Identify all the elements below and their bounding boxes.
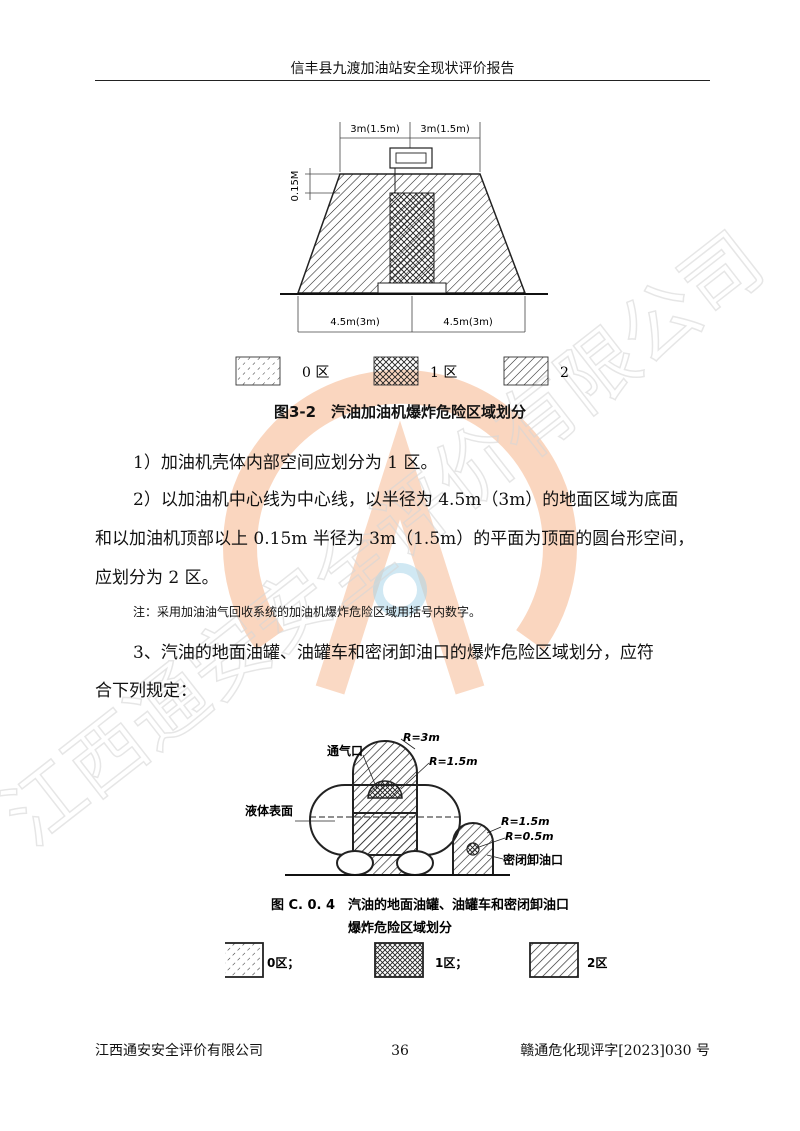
label-liquid: 液体表面	[245, 803, 293, 818]
footer-doc-number: 赣通危化现评字[2023]030 号	[520, 1043, 710, 1059]
figure1-caption: 图3-2 汽油加油机爆炸危险区域划分	[273, 403, 527, 421]
legend2-zone2: 2区	[587, 956, 607, 970]
legend2-swatch-zone1	[374, 942, 424, 978]
legend2-zone0: 0区；	[267, 956, 299, 970]
note: 注：采用加油油气回收系统的加油机爆炸危险区域用括号内数字。	[133, 605, 482, 619]
figure2-caption-line2: 爆炸危险区域划分	[348, 920, 452, 936]
paragraph-2-line2: 和以加油机顶部以上 0.15m 半径为 3m（1.5m）的平面为顶面的圆台形空间…	[95, 529, 695, 549]
paragraph-2-line3: 应划分为 2 区。	[95, 568, 219, 588]
dim-top-right: 3m(1.5m)	[420, 124, 470, 135]
label-r1-5: R=1.5m	[429, 755, 478, 768]
header-rule	[95, 80, 710, 81]
legend2-swatch-zone0	[225, 942, 264, 978]
legend-swatch-zone2	[503, 356, 549, 386]
legend-zone2: 2 区	[560, 365, 570, 381]
paragraph-3-line2: 合下列规定：	[95, 681, 197, 701]
figure2-caption-line1: 图 C. 0. 4 汽油的地面油罐、油罐车和密闭卸油口	[271, 897, 569, 913]
paragraph-1: 1）加油机壳体内部空间应划分为 1 区。	[133, 453, 438, 473]
dim-bottom-left: 4.5m(3m)	[330, 317, 380, 328]
legend2-swatch-zone2	[529, 942, 579, 978]
dim-bottom-right: 4.5m(3m)	[443, 317, 493, 328]
label-r3: R=3m	[403, 731, 440, 744]
footer-company: 江西通安安全评价有限公司	[95, 1043, 263, 1059]
dim-height: 0.15M	[290, 171, 301, 202]
dim-top-left: 3m(1.5m)	[350, 124, 400, 135]
page-number: 36	[391, 1043, 409, 1059]
tank-zone-diagram: 通气口 R=3m R=1.5m 液体表面 R=1.5m R=0.5m 密闭卸油口…	[225, 731, 607, 978]
page-header: 信丰县九渡加油站安全现状评价报告	[290, 61, 515, 77]
label-vent: 通气口	[327, 743, 363, 758]
legend-swatch-zone1	[373, 356, 419, 386]
legend2-zone1: 1区；	[435, 956, 467, 970]
label-r0-5: R=0.5m	[505, 830, 554, 843]
label-r1-5b: R=1.5m	[501, 815, 550, 828]
paragraph-3-line1: 3、汽油的地面油罐、油罐车和密闭卸油口的爆炸危险区域划分，应符	[133, 643, 654, 663]
label-port: 密闭卸油口	[503, 852, 563, 867]
paragraph-2-line1: 2）以加油机中心线为中心线，以半径为 4.5m（3m）的地面区域为底面	[133, 490, 679, 510]
legend-swatch-zone0	[235, 356, 281, 386]
legend-zone1: 1 区	[430, 365, 457, 381]
dispenser-zone-diagram: 3m(1.5m) 3m(1.5m) 0.15M 4.5m(3m) 4.5m(3m…	[235, 122, 570, 386]
legend-zone0: 0 区	[302, 365, 329, 381]
